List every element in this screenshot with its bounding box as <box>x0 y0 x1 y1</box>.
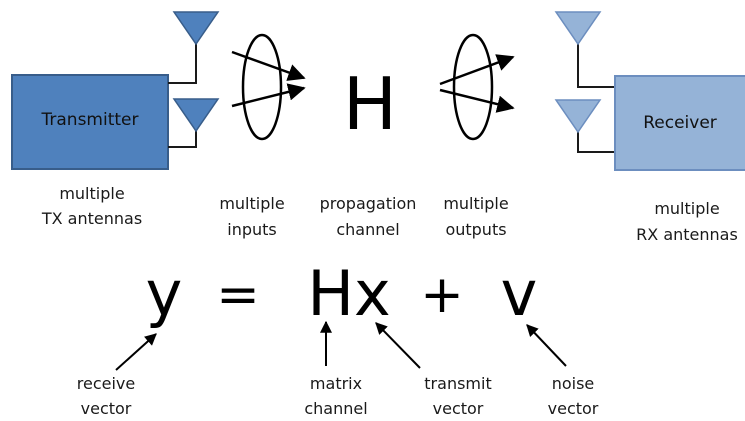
equation-plus: + <box>420 265 464 325</box>
triangle-antenna-icon <box>172 98 220 133</box>
tx-antennas <box>168 42 197 148</box>
outputs-label-line1: multiple <box>443 194 508 213</box>
noise-vector-label-line2: vector <box>548 399 599 418</box>
inputs-label-line1: multiple <box>219 194 284 213</box>
triangle-antenna-icon <box>554 11 602 46</box>
triangle-antenna-icon <box>172 11 220 46</box>
rx-antennas-label-line2: RX antennas <box>636 225 738 244</box>
outputs-label-line2: outputs <box>445 220 506 239</box>
ellipse-arrows-icon <box>231 33 306 141</box>
rx-antenna-feed-top <box>577 42 614 88</box>
noise-vector-arrow <box>526 324 567 367</box>
equation-y: y <box>146 257 183 330</box>
inputs-arrow-down <box>231 50 306 81</box>
receive-vector-arrow <box>115 333 157 371</box>
transmitter-box <box>11 74 169 170</box>
matrix-channel-label-line2: channel <box>304 399 367 418</box>
propagation-label-line2: channel <box>336 220 399 239</box>
equation-equals: = <box>216 265 260 325</box>
noise-vector-label-line1: noise <box>552 374 595 393</box>
receiver-label: Receiver <box>643 113 717 133</box>
tx-antenna-feed-top <box>168 42 197 84</box>
transmit-vector-label-line2: vector <box>433 399 484 418</box>
matrix-channel-label-line1: matrix <box>310 374 362 393</box>
rx-antenna-feed-bottom <box>577 130 614 153</box>
transmit-vector-arrow <box>375 322 421 369</box>
equation-hx: Hx <box>307 257 390 330</box>
inputs-label-line2: inputs <box>227 220 277 239</box>
tx-antennas-label-line1: multiple <box>59 184 124 203</box>
transmit-vector-label-line1: transmit <box>424 374 491 393</box>
transmitter-label: Transmitter <box>41 110 139 130</box>
inputs-arrow-up <box>231 83 306 108</box>
outputs-ellipse <box>452 33 494 141</box>
outputs-arrow-up <box>439 54 515 86</box>
tx-antenna-feed-bottom <box>168 128 197 148</box>
receiver-box <box>614 75 745 171</box>
inputs-ellipse <box>241 33 283 141</box>
rx-antennas <box>577 42 614 153</box>
outputs-arrow-down <box>439 88 515 113</box>
tx-antennas-label-line2: TX antennas <box>41 209 142 228</box>
propagation-label-line1: propagation <box>320 194 417 213</box>
transmitter-block: Transmitter <box>11 74 169 170</box>
channel-symbol: H <box>343 62 397 146</box>
rx-antennas-label-line1: multiple <box>654 199 719 218</box>
receive-vector-label-line1: receive <box>77 374 135 393</box>
triangle-antenna-icon <box>554 99 602 134</box>
receive-vector-label-line2: vector <box>81 399 132 418</box>
receiver-block: Receiver <box>614 75 745 171</box>
equation-v: v <box>501 257 538 330</box>
ellipse-arrows-icon <box>439 33 515 141</box>
